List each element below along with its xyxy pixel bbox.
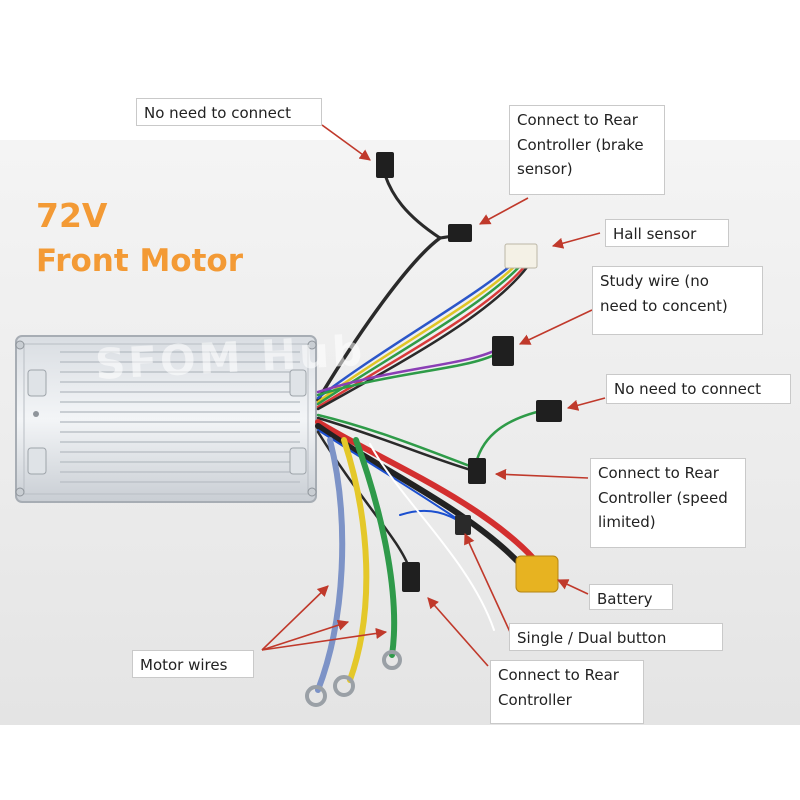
label-single-dual-button: Single / Dual button xyxy=(509,623,723,651)
arrow-rear-brake xyxy=(479,197,529,225)
arrow-button xyxy=(464,532,511,633)
arrow-study-wire xyxy=(518,309,593,345)
arrow-no-need-mid xyxy=(566,397,606,411)
arrow-hall-sensor xyxy=(551,232,601,249)
wire-harness xyxy=(315,173,547,693)
label-battery: Battery xyxy=(589,584,673,610)
arrow-motor-3 xyxy=(261,627,388,651)
arrow-motor-1 xyxy=(261,585,329,651)
label-hall-sensor: Hall sensor xyxy=(605,219,729,247)
arrow-rear-speed xyxy=(494,468,589,481)
callout-arrows xyxy=(261,124,606,667)
label-study-wire: Study wire (no need to concent) xyxy=(592,266,763,335)
arrow-no-need-top xyxy=(321,124,371,161)
label-rear-speed: Connect to Rear Controller (speed limite… xyxy=(590,458,746,548)
label-no-need-mid: No need to connect xyxy=(606,374,791,404)
arrow-battery xyxy=(556,579,589,595)
title-front-motor: Front Motor xyxy=(36,243,244,279)
controller-body xyxy=(15,335,317,503)
label-rear-controller: Connect to Rear Controller xyxy=(490,660,644,724)
label-motor-wires: Motor wires xyxy=(132,650,254,678)
label-rear-brake: Connect to Rear Controller (brake sensor… xyxy=(509,105,665,195)
label-no-need-top: No need to connect xyxy=(136,98,322,126)
arrow-motor-2 xyxy=(261,619,350,651)
connectors xyxy=(305,152,562,707)
arrow-rear-controller xyxy=(427,597,489,667)
title-voltage: 72V xyxy=(36,196,108,235)
